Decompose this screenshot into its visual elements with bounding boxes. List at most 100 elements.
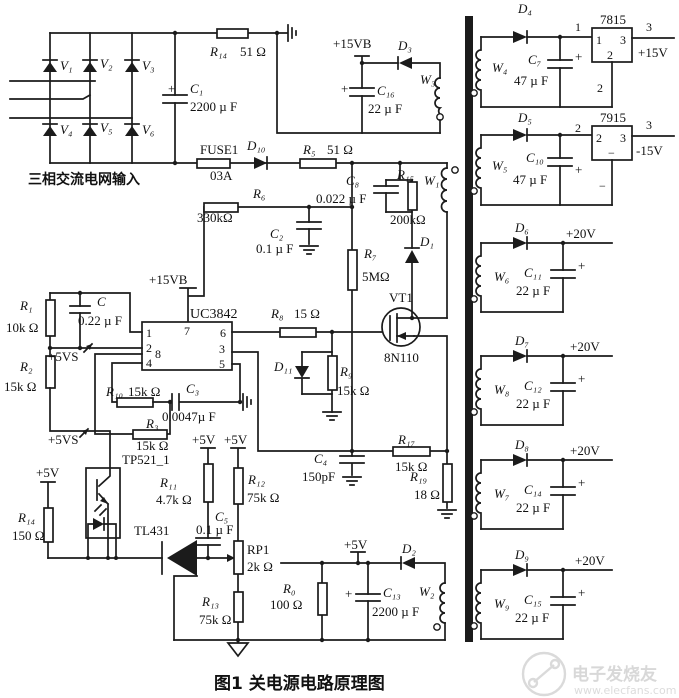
figure-caption: 图1 关电源电路原理图 (214, 673, 385, 694)
secondary-n15v-block: D₅ W₅ + C₁₀ 47 µ F 7915 2 3 − 2 3 -15V (470, 110, 675, 206)
diode-d1: D₁ (404, 234, 434, 319)
label-r0-ref: R₀ (282, 581, 295, 596)
capacitor-c1: + C₁ 2200 µ F (162, 30, 237, 166)
ground-r9 (322, 411, 342, 421)
label-c3-ref: C₃ (186, 381, 199, 396)
label-fuse-val: 03A (210, 168, 233, 183)
winding-w3: W₃ (420, 72, 444, 134)
label-c1-val: 2200 µ F (190, 99, 237, 114)
label-net-n15: -15V (636, 143, 663, 158)
label-r14a-ref: R₁₄ (209, 44, 227, 59)
label-c15-ref: C₁₅ (524, 592, 542, 607)
label-r7-ref: R₇ (363, 246, 377, 261)
label-vt1-ref: VT1 (389, 290, 413, 305)
label-c2-val: 0.1 µ F (256, 241, 293, 256)
capacitor-c0: C 0.22 µ F (69, 290, 122, 351)
label-w4-ref: W₄ (492, 60, 508, 75)
label-c14-val: 22 µ F (516, 500, 550, 515)
label-c10-val: 47 µ F (513, 172, 547, 187)
label-d5-ref: D₅ (517, 110, 532, 125)
capacitor-c16: + C₁₆ 22 µ F (341, 60, 402, 134)
label-w9-ref: W₉ (494, 596, 509, 611)
label-c10-ref: C₁₀ (526, 150, 544, 165)
diode-v3 (124, 59, 140, 72)
label-vt1-part: 8N110 (384, 350, 419, 365)
c15-plus: + (578, 585, 585, 600)
7915-lead-out: 3 (646, 118, 652, 132)
capacitor-c8: C₈ 0.022 µ F (316, 173, 399, 213)
7815-lead-out: 3 (646, 20, 652, 34)
resistor-r19: R₁₉ 18 Ω (409, 450, 457, 519)
label-c11-val: 22 µ F (516, 283, 550, 298)
label-c1-ref: C₁ (190, 81, 203, 96)
label-w5-ref: W₅ (492, 158, 507, 173)
label-c3-val: 0.0047µ F (162, 409, 216, 424)
capacitor-c2: C₂ 0.1 µ F (256, 206, 322, 256)
capacitor-c4: C₄ 150pF (302, 451, 365, 486)
label-net-5v-r11: +5V (192, 432, 216, 447)
c7-plus: + (575, 49, 582, 64)
ic-uc3842: UC3842 1 2 8 4 7 6 3 5 (141, 307, 237, 371)
label-r11-val: 4.7k Ω (156, 492, 192, 507)
7815-lead-gnd: 2 (597, 81, 603, 95)
secondary-20v-block-4: D₉ +20V W₉ + C₁₅ 22 µ F (470, 547, 613, 640)
label-v3: V₃ (142, 58, 154, 73)
label-r12-val: 75k Ω (247, 490, 279, 505)
winding-w2: W₂ (419, 582, 446, 641)
capacitor-c3: C₃ 0.0047µ F (152, 381, 241, 424)
label-d11-ref: D₁₁ (273, 359, 292, 374)
label-uc3842: UC3842 (190, 307, 237, 322)
fuse-fuse1: FUSE1 03A (196, 142, 238, 183)
diode-v4 (42, 123, 58, 136)
label-d9-ref: D₉ (514, 547, 529, 562)
label-r8-ref: R₈ (270, 306, 284, 321)
c10-plus: + (575, 162, 582, 177)
7815-pin-out: 3 (620, 33, 626, 47)
label-d1-ref: D₁ (419, 234, 434, 249)
label-r0-val: 100 Ω (270, 597, 302, 612)
label-r10-val: 15k Ω (128, 384, 160, 399)
uc3842-pin5: 5 (219, 357, 225, 371)
chassis-ground-top-icon (274, 24, 297, 42)
secondary-20v-block-3: D₈ +20V W₇ + C₁₄ 22 µ F (470, 437, 613, 530)
label-r14a-val: 51 Ω (240, 44, 266, 59)
label-r1-ref: R₁ (19, 298, 32, 313)
secondary-20v-block-1: D₆ +20V W₆ + C₁₁ 22 µ F (470, 220, 613, 313)
label-c0-ref: C (97, 294, 106, 309)
capacitor-c10: + C₁₀ 47 µ F (513, 132, 582, 206)
wire-pin5-gnd (231, 363, 241, 403)
resistor-r7: R₇ 5MΩ (347, 162, 390, 457)
label-r7-val: 5MΩ (362, 269, 390, 284)
label-r8-val: 15 Ω (294, 306, 320, 321)
label-net-20b: +20V (570, 339, 600, 354)
7815-lead-in: 1 (575, 20, 581, 34)
resistor-r10: R₁₀ 15k Ω (105, 384, 160, 408)
label-w7-ref: W₇ (494, 486, 510, 501)
label-c8-val: 0.022 µ F (316, 191, 366, 206)
label-rp1-val: 2k Ω (247, 559, 273, 574)
label-w8-ref: W₈ (494, 382, 510, 397)
label-r5-val: 51 Ω (327, 142, 353, 157)
startup-network: +15VB R₆ 330kΩ C₂ 0.1 µ F R₇ 5MΩ (149, 162, 390, 457)
label-v2: V₂ (100, 56, 113, 71)
uc3842-pin3: 3 (219, 342, 225, 356)
oscillator-network: R₁₀ 15k Ω C₃ 0.0047µ F R₃ 15k Ω (94, 353, 252, 453)
label-three-phase-input: 三相交流电网输入 (28, 171, 140, 188)
shunt-tl431: TL431 (47, 523, 235, 641)
label-d8-ref: D₈ (514, 437, 529, 452)
uc3842-pin7: 7 (184, 324, 190, 338)
resistor-r0: R₀ 100 Ω (270, 562, 328, 641)
label-c4-ref: C₄ (314, 451, 328, 466)
label-opto-part: TP521_1 (122, 452, 170, 467)
label-d7-ref: D₇ (514, 333, 529, 348)
label-c5-val: 0.1 µ F (196, 522, 233, 537)
label-c13-val: 2200 µ F (372, 604, 419, 619)
diode-v1 (42, 59, 58, 72)
label-r9-ref: R₉ (339, 364, 352, 379)
c12-plus: + (578, 371, 585, 386)
label-net-15vb-top: +15VB (333, 36, 372, 51)
label-c5-ref: C₅ (215, 509, 228, 524)
mosfet-vt1: VT1 8N110 (381, 290, 448, 452)
label-c0-val: 0.22 µ F (78, 313, 122, 328)
